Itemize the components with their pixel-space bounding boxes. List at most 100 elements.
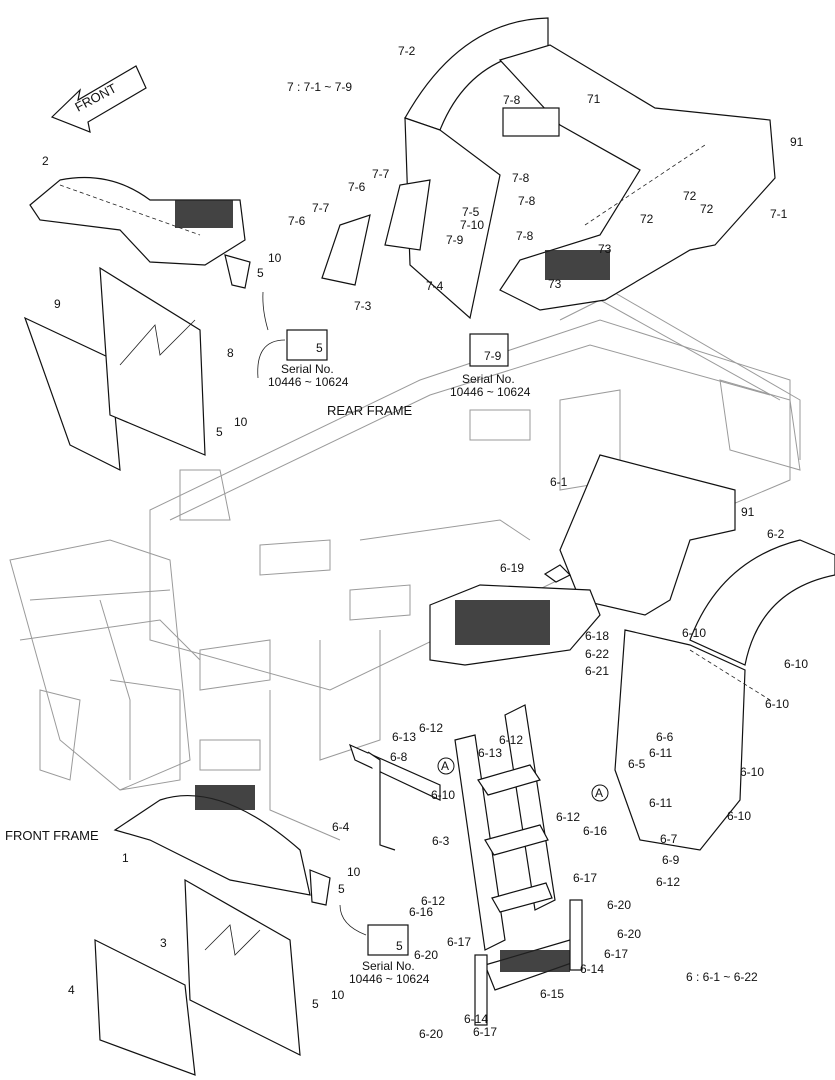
mudflap-9 xyxy=(23,316,121,472)
serial-inset-upper-left: 5 Serial No. 10446 ~ 10624 xyxy=(257,291,349,389)
callout-label: 6-12 xyxy=(419,721,443,735)
callout-label: 6-17 xyxy=(573,871,597,885)
callout-label: 6-17 xyxy=(604,947,628,961)
serial-range: 10446 ~ 10624 xyxy=(268,375,349,389)
callout-label: 6-12 xyxy=(556,810,580,824)
callout-label: 1 xyxy=(122,851,129,865)
callout-label: 73 xyxy=(548,277,562,291)
callout-label: 6-12 xyxy=(499,733,523,747)
callout-label: 6-8 xyxy=(390,750,408,764)
callout-label: 6-21 xyxy=(585,664,609,678)
callout-label: 4 xyxy=(68,983,75,997)
callout-label: 5 xyxy=(216,425,223,439)
callout-label: 10 xyxy=(268,251,282,265)
callout-labels: 2105985107-27-87-77-67-77-67-87-87-57-10… xyxy=(42,44,808,1041)
callout-label: 6-11 xyxy=(649,796,672,810)
callout-label: 6-7 xyxy=(660,832,678,846)
callout-label: 6-2 xyxy=(767,527,785,541)
callout-label: 7-8 xyxy=(516,229,534,243)
callout-label: 6-13 xyxy=(478,746,502,760)
callout-label: 5 xyxy=(257,266,264,280)
bracket-6-14 xyxy=(474,899,583,1026)
callout-label: 7-10 xyxy=(460,218,484,232)
callout-label: 6-5 xyxy=(628,757,646,771)
ladder-6-3 xyxy=(454,704,556,951)
group-7-label: 7 : 7-1 ~ 7-9 xyxy=(287,80,352,94)
callout-label: 6-3 xyxy=(432,834,450,848)
front-frame-label: FRONT FRAME xyxy=(5,828,99,843)
callout-label: 7-6 xyxy=(288,214,306,228)
svg-text:A: A xyxy=(595,786,603,800)
inset-callout-79: 7-9 xyxy=(484,349,502,363)
callout-label: 9 xyxy=(54,297,61,311)
bracket-7-3 xyxy=(321,179,431,286)
callout-label: 7-8 xyxy=(518,194,536,208)
callout-label: 72 xyxy=(683,189,697,203)
callout-label: 6-10 xyxy=(784,657,808,671)
callout-label: 6-4 xyxy=(332,820,350,834)
step-bracket-6-4 xyxy=(349,743,441,851)
step-6-15 xyxy=(484,939,581,991)
callout-label: 6-16 xyxy=(409,905,433,919)
callout-label: 6-9 xyxy=(662,853,680,867)
callout-label: 5 xyxy=(338,882,345,896)
callout-label: 6-15 xyxy=(540,987,564,1001)
callout-label: 7-8 xyxy=(503,93,521,107)
callout-label: 6-12 xyxy=(656,875,680,889)
circle-a-right: A xyxy=(591,784,609,802)
front-arrow: FRONT xyxy=(50,65,147,133)
callout-label: 6-20 xyxy=(617,927,641,941)
panel-8 xyxy=(99,266,206,456)
callout-label: 7-6 xyxy=(348,180,366,194)
callout-label: 91 xyxy=(790,135,804,149)
group-6-label: 6 : 6-1 ~ 6-22 xyxy=(686,970,758,984)
serial-range-2: 10446 ~ 10624 xyxy=(450,385,531,399)
inset-7-9: 7-9 Serial No. 10446 ~ 10624 xyxy=(450,333,531,399)
callout-label: 3 xyxy=(160,936,167,950)
serial-range-3: 10446 ~ 10624 xyxy=(349,972,430,986)
svg-text:A: A xyxy=(441,759,449,773)
mudflap-4 xyxy=(94,939,196,1076)
callout-label: 6-10 xyxy=(740,765,764,779)
callout-label: 6-11 xyxy=(649,746,672,760)
callout-label: 6-19 xyxy=(500,561,524,575)
callout-label: 2 xyxy=(42,154,49,168)
fender-6-1 xyxy=(429,454,736,666)
callout-label: 6-13 xyxy=(392,730,416,744)
callout-label: 72 xyxy=(640,212,654,226)
serial-label: Serial No. xyxy=(281,362,334,376)
callout-label: 91 xyxy=(741,505,755,519)
callout-label: 6-14 xyxy=(580,962,604,976)
callout-label: 8 xyxy=(227,346,234,360)
callout-label: 5 xyxy=(312,997,319,1011)
callout-label: 71 xyxy=(587,92,601,106)
fender-2 xyxy=(29,177,251,289)
callout-label: 6-20 xyxy=(419,1027,443,1041)
callout-label: 6-1 xyxy=(550,475,568,489)
callout-label: 10 xyxy=(347,865,361,879)
callout-label: 6-10 xyxy=(727,809,751,823)
callout-label: 72 xyxy=(700,202,714,216)
fender-6-2 xyxy=(614,539,835,851)
callout-label: 10 xyxy=(234,415,248,429)
callout-label: 7-1 xyxy=(770,207,788,221)
serial-inset-lower: 5 Serial No. 10446 ~ 10624 xyxy=(339,904,430,986)
callout-label: 7-3 xyxy=(354,299,372,313)
callout-label: 7-5 xyxy=(462,205,480,219)
callout-label: 6-17 xyxy=(447,935,471,949)
panel-3 xyxy=(184,878,301,1057)
callout-label: 6-22 xyxy=(585,647,609,661)
rear-frame-label: REAR FRAME xyxy=(327,403,413,418)
serial-label-3: Serial No. xyxy=(362,959,415,973)
callout-label: 6-10 xyxy=(431,788,455,802)
callout-label: 6-10 xyxy=(682,626,706,640)
callout-label: 6-14 xyxy=(464,1012,488,1026)
callout-label: 7-2 xyxy=(398,44,416,58)
callout-label: 6-20 xyxy=(607,898,631,912)
callout-label: 6-10 xyxy=(765,697,789,711)
callout-label: 7-7 xyxy=(312,201,330,215)
callout-label: 7-4 xyxy=(426,279,444,293)
callout-label: 7-7 xyxy=(372,167,390,181)
